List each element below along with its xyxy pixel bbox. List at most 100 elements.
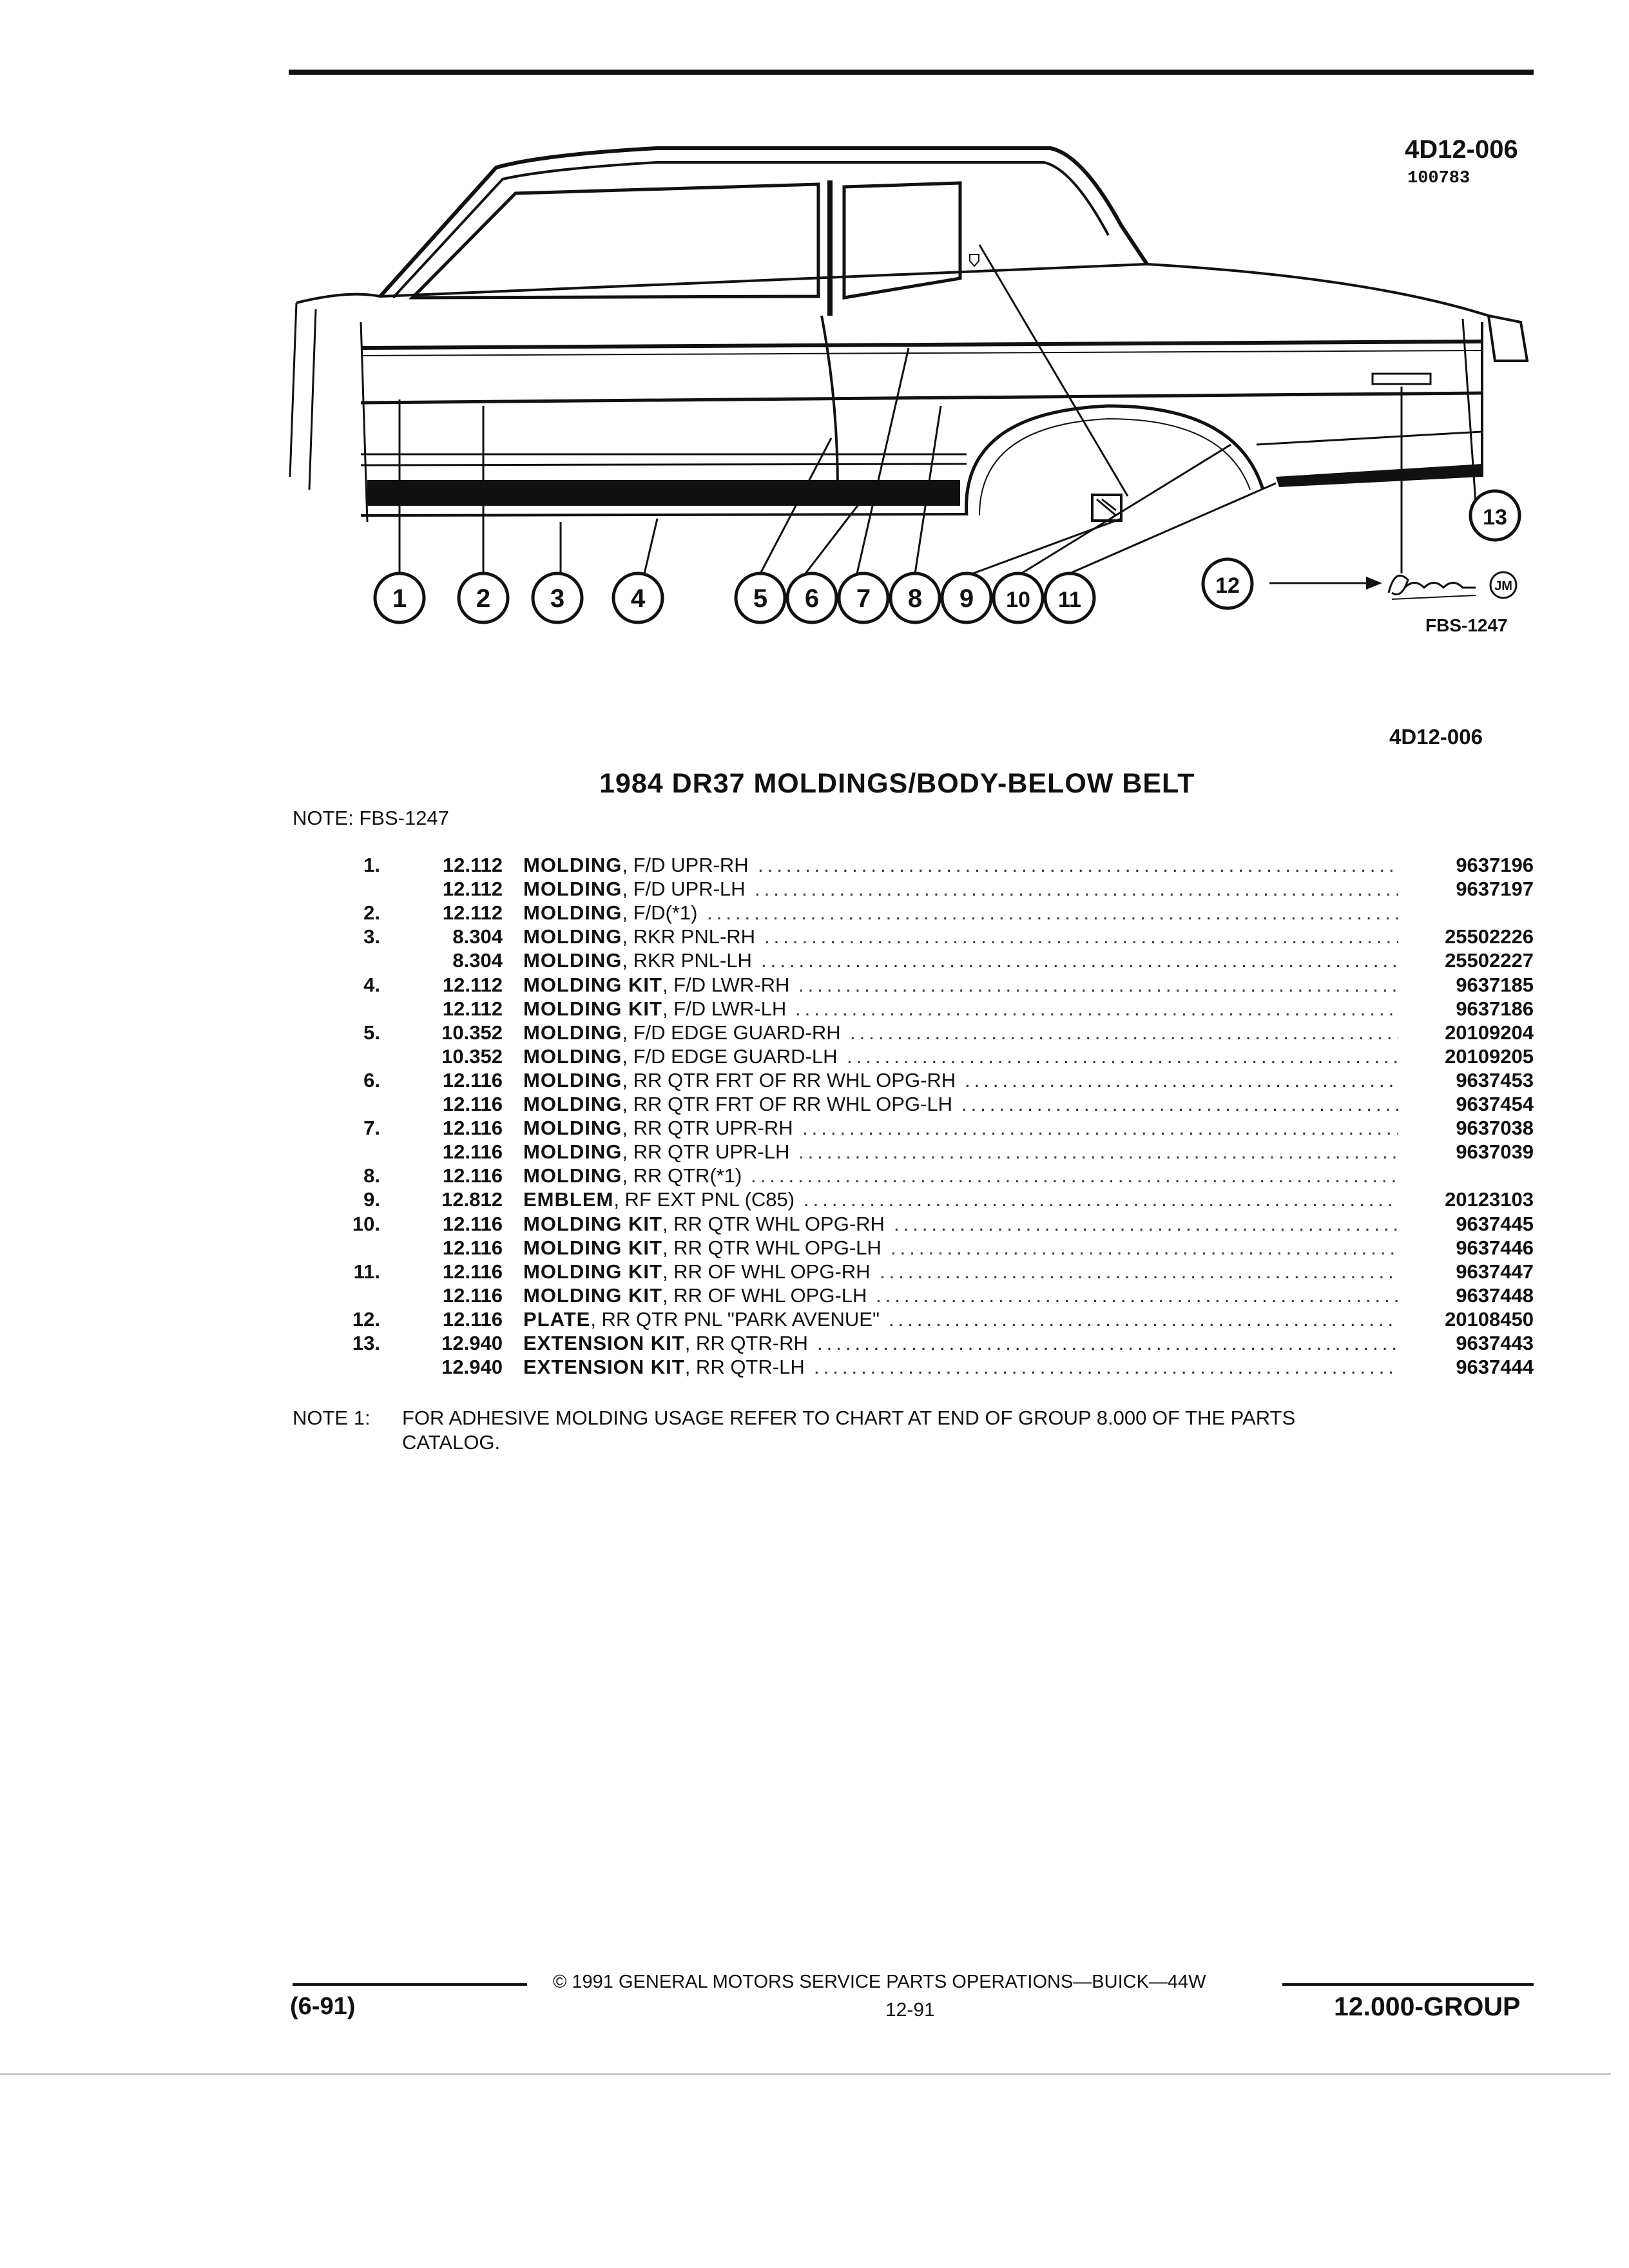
jm-mark [1489,571,1518,599]
parts-row-description: MOLDING, RR QTR UPR-LH [523,1140,789,1164]
callout-numbers: 1 2 3 4 5 6 7 8 9 10 11 12 13 [392,505,1507,613]
parts-row-name: MOLDING [523,949,622,972]
footer-rule-left [293,1983,527,1986]
footer-page: 12-91 [885,1999,935,2021]
parts-row-name: MOLDING KIT [523,1283,662,1307]
parts-row-name: MOLDING [523,1021,622,1044]
parts-row-description: EXTENSION KIT, RR QTR-RH [523,1332,808,1355]
parts-row-description: MOLDING, F/D EDGE GUARD-RH [523,1021,841,1044]
parts-row-leader: ........................................… [798,973,1398,996]
parts-row-group: 12.112 [442,878,503,901]
parts-row-detail: , RR QTR FRT OF RR WHL OPG-LH [622,1093,953,1115]
parts-row-description: MOLDING, F/D(*1) [523,901,698,925]
parts-row-description: MOLDING, F/D UPR-RH [523,854,749,877]
parts-row-group: 12.116 [442,1068,503,1091]
parts-row-leader: ........................................… [755,878,1398,901]
parts-row-group: 12.112 [442,973,503,996]
parts-row-detail: , RR QTR(*1) [622,1164,742,1187]
parts-row-detail: , F/D UPR-RH [622,854,749,876]
parts-row-leader: ........................................… [758,854,1398,876]
parts-row-part-number: 9637445 [1456,1212,1534,1235]
footer-group: 12.000-GROUP [1334,1992,1521,2021]
parts-row-number: 11. [353,1260,380,1283]
parts-row-detail: , F/D(*1) [622,901,698,925]
parts-row-group: 10.352 [441,1044,503,1068]
parts-row-leader: ........................................… [817,1332,1398,1354]
car-side-illustration: 1 2 3 4 5 6 7 8 9 10 11 12 13 JM [289,146,1529,624]
page-title: 1984 DR37 MOLDINGS/BODY-BELOW BELT [599,768,1195,799]
parts-row-name: MOLDING [523,854,622,876]
parts-row-description: MOLDING KIT, RR QTR WHL OPG-LH [523,1236,882,1260]
parts-row-name: MOLDING KIT [523,1260,662,1283]
parts-row-group: 12.112 [442,997,503,1020]
callout-11: 11 [1058,588,1081,612]
parts-row-group: 12.116 [442,1140,503,1164]
callout-4: 4 [631,584,646,613]
parts-row-part-number: 25502226 [1445,925,1534,948]
parts-row-leader: ........................................… [798,1140,1398,1164]
parts-row-group: 12.116 [442,1236,503,1259]
parts-row-detail: , RR QTR-LH [684,1356,805,1379]
parts-row-name: PLATE [523,1307,591,1331]
callout-leaders [398,244,1477,590]
parts-row-number: 1. [363,854,380,876]
parts-row-group: 8.304 [452,949,503,972]
callout-2: 2 [476,584,490,613]
callout-8: 8 [908,584,922,613]
parts-row-name: MOLDING KIT [523,997,662,1020]
parts-row-group: 12.812 [441,1188,503,1211]
parts-row-description: MOLDING, RR QTR FRT OF RR WHL OPG-RH [523,1069,956,1092]
parts-row-leader: ........................................… [880,1260,1398,1283]
parts-row-detail: , RKR PNL-LH [622,949,752,972]
parts-row-detail: , RR OF WHL OPG-LH [662,1283,867,1307]
parts-row-leader: ........................................… [889,1307,1398,1331]
footer-copyright: © 1991 GENERAL MOTORS SERVICE PARTS OPER… [553,1972,1206,1992]
parts-row-number: 3. [363,925,380,948]
parts-row-detail: , RR QTR WHL OPG-RH [662,1212,885,1235]
note-top: NOTE: FBS-1247 [293,807,449,829]
parts-row-detail: , RR QTR-RH [684,1332,808,1354]
parts-row-name: MOLDING [523,1093,622,1115]
parts-row-name: MOLDING [523,1140,622,1164]
parts-row-detail: , F/D UPR-LH [622,878,746,901]
footer-rule-right [1282,1983,1534,1986]
callout-13: 13 [1483,505,1507,530]
parts-row-detail: , RR QTR PNL "PARK AVENUE" [590,1307,880,1331]
parts-row-group: 12.112 [442,901,503,925]
figure-code-mid: 4D12-006 [1389,725,1483,749]
parts-row-leader: ........................................… [891,1236,1398,1259]
parts-row-detail: , RR QTR WHL OPG-LH [662,1236,882,1259]
parts-row-group: 12.116 [442,1164,503,1187]
parts-row-number: 13. [352,1332,380,1354]
callout-3: 3 [550,584,564,613]
parts-row-name: MOLDING [523,1117,622,1140]
parts-row-number: 2. [363,901,380,925]
parts-row-part-number: 20108450 [1445,1307,1534,1331]
parts-row-leader: ........................................… [795,997,1398,1020]
parts-row-number: 12. [352,1307,380,1331]
parts-row-description: MOLDING KIT, F/D LWR-RH [523,974,789,997]
parts-row-part-number: 9637038 [1456,1117,1534,1140]
parts-row-leader: ........................................… [894,1212,1398,1235]
parts-row-name: EXTENSION KIT [523,1332,685,1354]
note-bottom-line2: CATALOG. [402,1431,501,1454]
parts-row-leader: ........................................… [764,925,1398,948]
parts-row-name: MOLDING KIT [523,1212,662,1235]
parts-row-number: 9. [363,1188,380,1211]
parts-row-detail: , RF EXT PNL (C85) [613,1188,795,1211]
parts-row-part-number: 20109205 [1445,1044,1534,1068]
parts-row-number: 5. [363,1021,380,1044]
parts-row-detail: , F/D EDGE GUARD-RH [622,1021,841,1044]
